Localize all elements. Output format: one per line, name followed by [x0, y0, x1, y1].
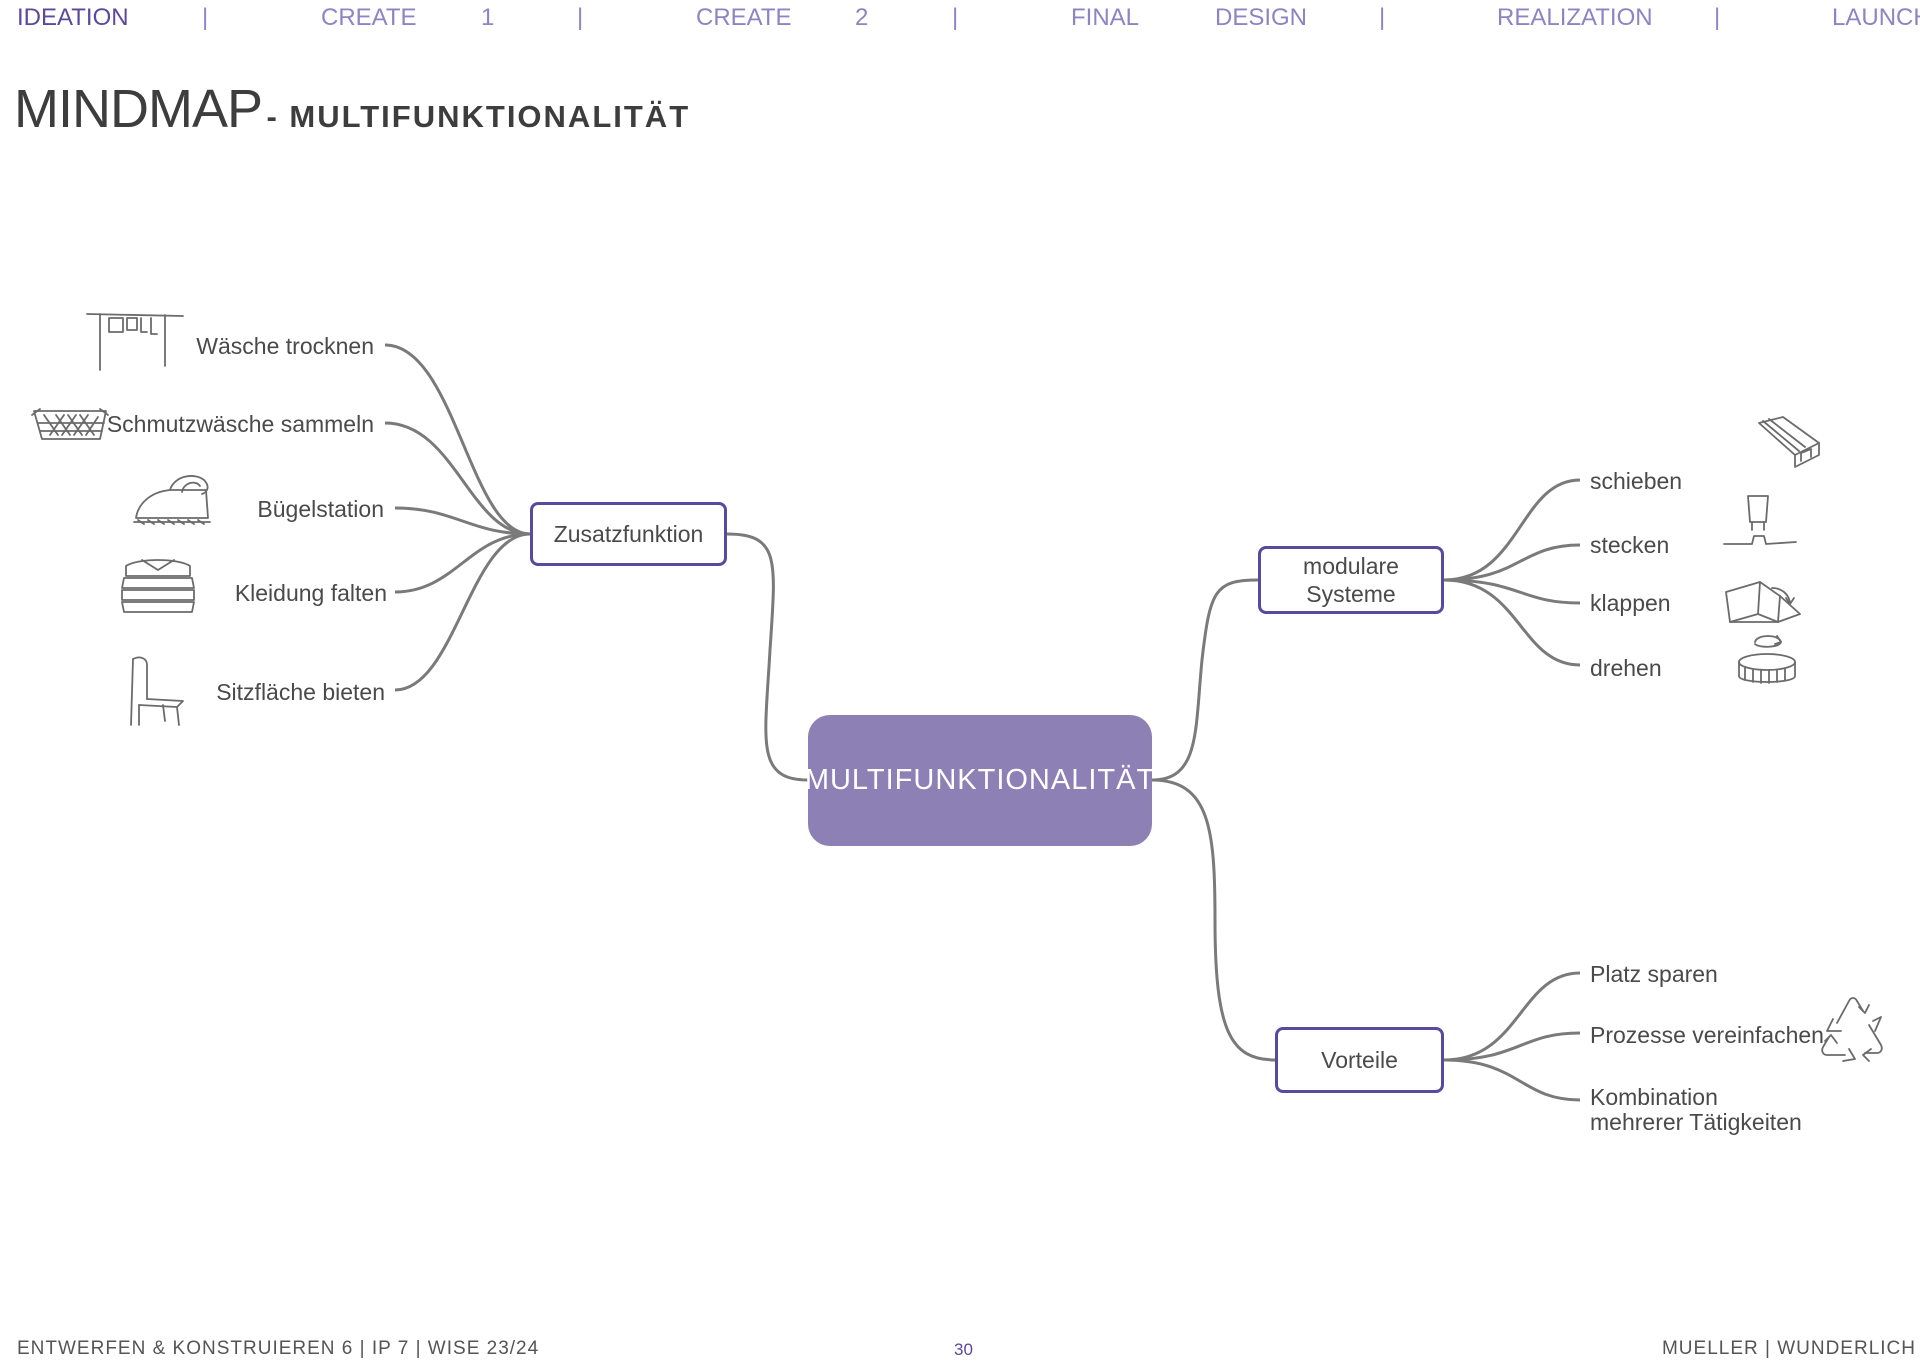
nav-realization[interactable]: REALIZATION [1497, 4, 1653, 31]
center-node[interactable]: MULTIFUNKTIONALITÄT [804, 715, 1156, 846]
leaf-kombination-line1: Kombination [1590, 1084, 1718, 1110]
leaf-platz-sparen[interactable]: Platz sparen [1590, 961, 1718, 987]
leaf-prozesse-vereinfachen[interactable]: Prozesse vereinfachen [1590, 1022, 1824, 1048]
iron-icon [133, 475, 211, 525]
leaf-waesche-trocknen[interactable]: Wäsche trocknen [196, 333, 374, 359]
footer-authors: MUELLER | WUNDERLICH [1661, 1338, 1916, 1359]
nav-separator: | [1714, 4, 1721, 31]
connector-modular-leaf-2 [1443, 543, 1581, 582]
nav-separator: | [202, 4, 209, 31]
connector-modular-leaf-1 [1443, 478, 1581, 582]
branch-node-label: Zusatzfunktion [553, 521, 704, 547]
nav-launch[interactable]: LAUNCH [1832, 4, 1920, 31]
branch-node-label: Vorteile [1321, 1047, 1398, 1073]
nav-ideation[interactable]: IDEATION [17, 4, 129, 31]
connector-center-modular [1151, 578, 1259, 782]
nav-separator: | [577, 4, 584, 31]
connector-modular-leaf-4 [1443, 578, 1581, 667]
page-title: MINDMAP - MULTIFUNKTIONALITÄT [14, 78, 690, 140]
branch-node-zusatzfunktion[interactable]: Zusatzfunktion [530, 502, 727, 566]
connector-zusatz-leaf-5 [394, 532, 531, 692]
connector-center-zusatz [726, 532, 809, 782]
nav-separator: | [1379, 4, 1386, 31]
connector-vorteile-leaf-2 [1443, 1031, 1581, 1062]
nav-create-2-number[interactable]: 2 [855, 4, 869, 31]
nav-create-1-number[interactable]: 1 [481, 4, 495, 31]
connector-zusatz-leaf-3 [394, 506, 531, 536]
page-title-sub: - MULTIFUNKTIONALITÄT [266, 99, 691, 134]
page-title-main: MINDMAP [14, 79, 263, 139]
leaf-kombination[interactable]: Kombination mehrerer Tätigkeiten [1590, 1085, 1802, 1135]
nav-create-1[interactable]: CREATE [321, 4, 417, 31]
branch-node-modulare-systeme[interactable]: modulare Systeme [1258, 546, 1444, 614]
connector-center-vorteile [1151, 778, 1276, 1062]
leaf-schmutzwaesche-sammeln[interactable]: Schmutzwäsche sammeln [106, 411, 374, 437]
chair-icon [130, 656, 184, 726]
slide-rail-icon [1758, 416, 1820, 468]
leaf-schieben[interactable]: schieben [1590, 468, 1683, 494]
connector-zusatz-leaf-1 [384, 343, 531, 536]
leaf-drehen[interactable]: drehen [1590, 655, 1662, 681]
branch-node-label-line1: modulare [1303, 553, 1399, 579]
connector-modular-leaf-3 [1443, 578, 1581, 605]
center-node-label: MULTIFUNKTIONALITÄT [804, 764, 1156, 796]
plug-in-icon [1723, 495, 1797, 545]
recycle-icon [1821, 997, 1883, 1062]
leaf-kleidung-falten[interactable]: Kleidung falten [234, 580, 387, 606]
connector-vorteile-leaf-3 [1443, 1058, 1581, 1102]
leaf-stecken[interactable]: stecken [1590, 532, 1670, 558]
connector-zusatz-leaf-4 [394, 532, 531, 594]
branch-node-vorteile[interactable]: Vorteile [1275, 1027, 1444, 1093]
nav-create-2[interactable]: CREATE [696, 4, 792, 31]
clothesline-icon [86, 313, 184, 371]
footer-course: ENTWERFEN & KONSTRUIEREN 6 | IP 7 | WISE… [17, 1338, 540, 1359]
nav-separator: | [952, 4, 959, 31]
folded-clothes-icon [121, 559, 195, 613]
leaf-klappen[interactable]: klappen [1590, 590, 1671, 616]
leaf-buegelstation[interactable]: Bügelstation [257, 496, 384, 522]
fold-box-icon [1725, 581, 1801, 623]
nav-final[interactable]: FINAL [1071, 4, 1140, 31]
leaf-sitzflaeche-bieten[interactable]: Sitzfläche bieten [216, 679, 385, 705]
footer-page-number: 30 [954, 1340, 973, 1359]
laundry-basket-icon [31, 408, 109, 440]
rotate-icon [1738, 635, 1796, 684]
connector-vorteile-leaf-1 [1443, 971, 1581, 1062]
branch-node-label-line2: Systeme [1306, 581, 1396, 607]
connector-zusatz-leaf-2 [384, 421, 531, 536]
nav-design[interactable]: DESIGN [1215, 4, 1308, 31]
leaf-kombination-line2: mehrerer Tätigkeiten [1590, 1109, 1802, 1135]
